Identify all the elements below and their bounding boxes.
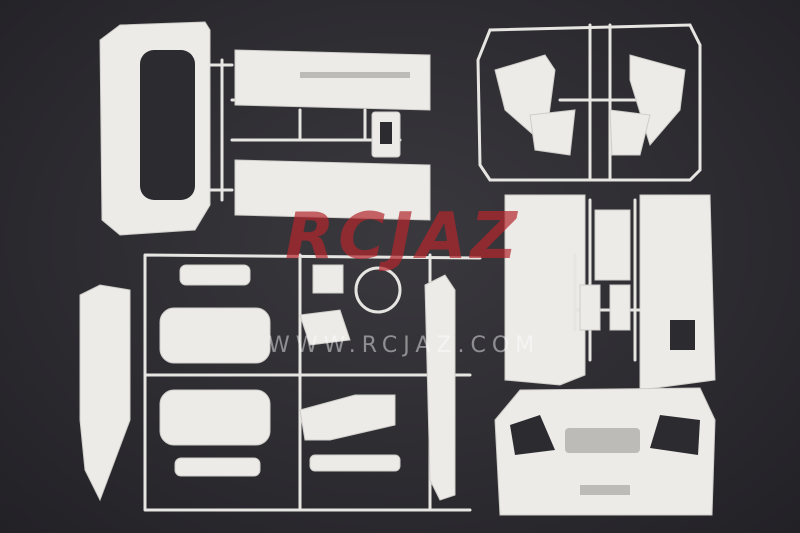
watermark-logo: RCJAZ <box>285 200 521 274</box>
watermark-url: WWW.RCJAZ.COM <box>268 333 540 358</box>
front-grille-part <box>494 387 716 516</box>
sprue-top-left <box>99 21 431 236</box>
sprue-middle-right <box>504 194 716 391</box>
sprue-bottom-left <box>79 253 482 512</box>
sprue-top-right <box>476 23 702 182</box>
